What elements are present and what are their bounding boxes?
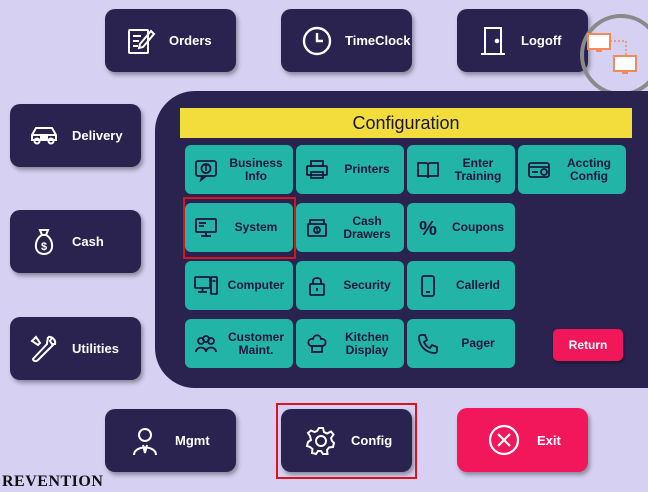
customers-icon — [193, 331, 219, 357]
cash-label: Cash — [72, 234, 104, 249]
tile-label: Customer Maint. — [227, 329, 284, 357]
tile-security[interactable]: Security — [296, 261, 404, 310]
tile-computer[interactable]: Computer — [185, 261, 293, 310]
cash-button[interactable]: $ Cash — [10, 210, 141, 273]
tile-pager[interactable]: Pager — [407, 319, 515, 368]
brand-logo: REVENTION — [2, 473, 104, 490]
logoff-button[interactable]: Logoff — [457, 9, 588, 72]
wrench-icon — [26, 331, 62, 367]
configuration-title: Configuration — [180, 108, 632, 138]
orders-button[interactable]: Orders — [105, 9, 236, 72]
tile-label: Kitchen Display — [344, 329, 389, 357]
cash-drawer-icon: $ — [304, 215, 330, 241]
tile-label: Computer — [227, 278, 285, 292]
tile-label: System — [234, 220, 278, 234]
info-icon — [193, 157, 219, 183]
return-button[interactable]: Return — [553, 329, 623, 361]
tile-enter-training[interactable]: Enter Training — [407, 145, 515, 194]
tile-label: Coupons — [452, 220, 504, 234]
tile-label: Accting Config — [566, 155, 611, 183]
mgmt-label: Mgmt — [175, 433, 210, 448]
tile-label: Cash Drawers — [343, 213, 391, 241]
tile-label: Business Info — [229, 155, 283, 183]
pager-icon — [415, 331, 441, 357]
tile-label: Printers — [344, 162, 390, 176]
mgmt-button[interactable]: Mgmt — [105, 409, 236, 472]
tile-label: Security — [343, 278, 391, 292]
tile-cash-drawers[interactable]: $ Cash Drawers — [296, 203, 404, 252]
tile-customer-maint[interactable]: Customer Maint. — [185, 319, 293, 368]
utilities-button[interactable]: Utilities — [10, 317, 141, 380]
car-icon — [26, 118, 62, 154]
exit-button[interactable]: Exit — [457, 408, 588, 472]
tile-callerid[interactable]: CallerId — [407, 261, 515, 310]
tile-label: CallerId — [455, 278, 500, 292]
svg-text:$: $ — [41, 241, 47, 253]
svg-text:%: % — [419, 218, 437, 240]
chef-hat-icon — [304, 331, 330, 357]
door-icon — [475, 23, 511, 59]
exit-label: Exit — [537, 432, 561, 448]
tile-system[interactable]: System — [185, 203, 293, 252]
card-icon — [526, 157, 552, 183]
tile-business-info[interactable]: Business Info — [185, 145, 293, 194]
monitor-icon — [193, 215, 219, 241]
tile-coupons[interactable]: % Coupons — [407, 203, 515, 252]
delivery-label: Delivery — [72, 128, 123, 143]
tile-printers[interactable]: Printers — [296, 145, 404, 194]
config-label: Config — [351, 433, 393, 448]
utilities-label: Utilities — [72, 341, 119, 356]
computer-icon — [193, 273, 219, 299]
config-button[interactable]: Config — [281, 409, 412, 472]
phone-icon — [415, 273, 441, 299]
tile-kitchen-display[interactable]: Kitchen Display — [296, 319, 404, 368]
order-pad-icon — [123, 23, 159, 59]
clock-icon — [299, 23, 335, 59]
orders-label: Orders — [169, 33, 212, 48]
lock-icon — [304, 273, 330, 299]
delivery-button[interactable]: Delivery — [10, 104, 141, 167]
timeclock-button[interactable]: TimeClock — [281, 9, 412, 72]
network-status-icon[interactable] — [580, 14, 648, 96]
manager-icon — [127, 423, 163, 459]
tile-label: Enter Training — [454, 155, 502, 183]
tile-label: Pager — [461, 336, 495, 350]
svg-text:$: $ — [316, 228, 319, 234]
printer-icon — [304, 157, 330, 183]
gear-icon — [303, 423, 339, 459]
money-bag-icon: $ — [26, 224, 62, 260]
book-icon — [415, 157, 441, 183]
percent-icon: % — [415, 215, 441, 241]
tile-accting-config[interactable]: Accting Config — [518, 145, 626, 194]
close-circle-icon — [487, 423, 521, 457]
timeclock-label: TimeClock — [345, 33, 411, 48]
logoff-label: Logoff — [521, 33, 562, 48]
